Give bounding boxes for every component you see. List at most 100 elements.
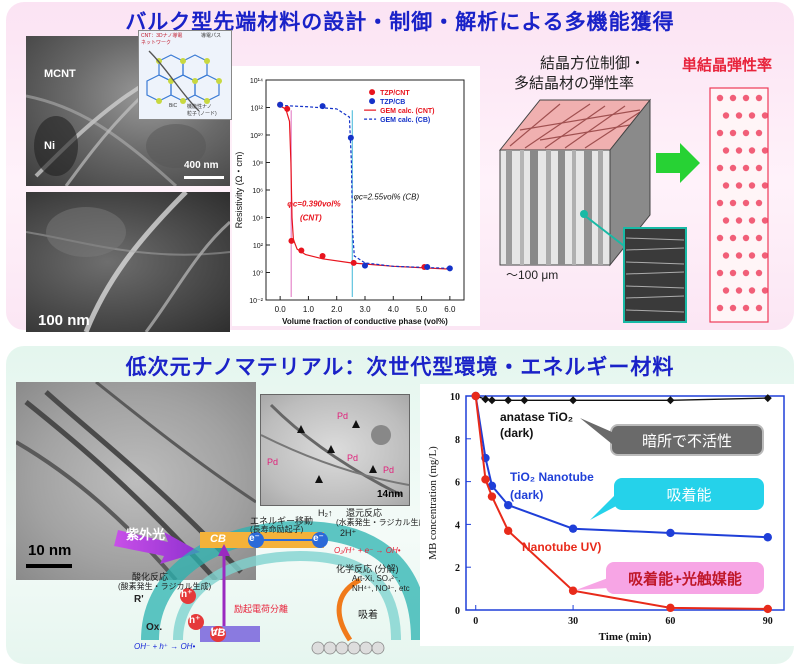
- chart1-xtick-label: 2.0: [331, 305, 343, 314]
- chart2-xtick-label: 60: [665, 616, 675, 627]
- chart2-data-point: [481, 395, 490, 404]
- electron-label-1: e⁻: [249, 533, 260, 544]
- cnt-network-inset: CNT：3Dナノ導電 ネットワーク 導電パス BiC 機能性ナノ 粒子 (ノード…: [138, 30, 232, 120]
- reduction-label: 還元反応: [346, 508, 383, 518]
- chart1-ytick-label: 10⁸: [252, 161, 263, 168]
- chart1-legend-label: TZP/CB: [380, 99, 405, 106]
- tem-scale-10nm: 10 nm: [28, 542, 72, 559]
- tem-label-mcnt: MCNT: [44, 68, 76, 80]
- chart1-xtick-label: 0.0: [275, 305, 287, 314]
- chart1-annotation-cnt: φc=0.390vol%: [287, 200, 340, 209]
- chart2-xtick-label: 0: [473, 616, 478, 627]
- ox-label: Ox.: [146, 622, 163, 633]
- chart1-xtick-label: 6.0: [444, 305, 456, 314]
- chart1-xtick-label: 5.0: [416, 305, 428, 314]
- chart1-legend-label: GEM calc. (CB): [380, 117, 430, 124]
- chart2-ytick-label: 4: [455, 520, 460, 531]
- top-section-title: バルク型先端材料の設計・制御・解析による多機能獲得: [125, 11, 675, 34]
- hole-label-1: h⁺: [211, 627, 223, 638]
- chart1-ytick-label: 10²: [253, 243, 264, 250]
- chart2-data-point: [666, 603, 675, 613]
- chart1-ytick-label: 10⁻²: [249, 298, 263, 305]
- label-tio2-nanotube-dark: (dark): [510, 488, 544, 502]
- chart2-xlabel: Time (min): [599, 631, 652, 643]
- chart2-data-point: [763, 394, 772, 403]
- chart1-ytick-label: 10⁶: [252, 188, 263, 195]
- hole-label-2: h⁺: [181, 589, 193, 600]
- chart2-ytick-label: 0: [455, 606, 460, 617]
- pd-label-2: Pd: [267, 457, 279, 467]
- polycrystal-label-1: 結晶方位制御・: [540, 55, 646, 72]
- label-anatase-dark: (dark): [500, 426, 534, 440]
- chart2-ytick-label: 8: [455, 435, 460, 446]
- label-tio2-nanotube: TiO₂ Nanotube: [510, 470, 594, 484]
- pd-label-4: Pd: [383, 465, 395, 475]
- chart1-data-point: [319, 253, 326, 259]
- scale-bar-400nm: [184, 176, 224, 179]
- chart2-xtick-label: 30: [568, 616, 578, 627]
- energy-move-label: エネルギー移動: [250, 516, 314, 526]
- chart1-ytick-label: 10¹²: [251, 106, 264, 113]
- h2-label: H₂↑: [318, 508, 333, 518]
- chart2-data-point: [763, 604, 772, 614]
- chart1-data-point: [424, 264, 431, 270]
- chart1-annotation-cb: φc=2.55vol% (CB): [354, 193, 420, 202]
- callout-adsorption: 吸着能: [614, 478, 764, 510]
- chemical-reaction-sub-2: NH⁴⁺, NO³⁻, etc: [352, 584, 410, 593]
- chart2-data-point: [569, 396, 578, 405]
- oxidation-sub: (酸素発生・ラジカル生成): [118, 582, 212, 591]
- crystal-scale-label: ～100 μm: [506, 268, 559, 282]
- chart1-data-point: [319, 103, 326, 110]
- chart1-data-point: [284, 105, 291, 112]
- chart1-legend-marker: [369, 89, 376, 96]
- chart1-legend-label: GEM calc. (CNT): [380, 108, 434, 115]
- o2-reaction: O₂/H⁺ + e⁻ → OH•: [334, 546, 401, 555]
- tem-image-pd-inset: Pd Pd Pd Pd 14nm: [260, 394, 410, 506]
- chart2-data-point: [520, 396, 529, 405]
- two-h-label: 2H⁺: [340, 528, 357, 538]
- callout-adsorption-photocat: 吸着能+光触媒能: [606, 562, 764, 594]
- chart1-ytick-label: 10¹⁰: [250, 132, 263, 140]
- chart1-data-point: [350, 259, 357, 266]
- polycrystal-label-2: 多結晶材の弾性率: [514, 75, 635, 92]
- inset-label-path: 導電パス: [201, 33, 222, 39]
- chart1-xtick-label: 3.0: [359, 305, 371, 314]
- tem-texture-2: [26, 192, 230, 332]
- label-nanotube-uv: Nanotube UV): [522, 540, 602, 554]
- chart1-ytick-label: 10¹⁴: [250, 78, 263, 85]
- hole-label-3: h⁺: [189, 615, 201, 626]
- r-label: R': [134, 594, 144, 605]
- chart2-data-point: [503, 500, 513, 510]
- chart2-data-point: [666, 528, 675, 538]
- callout-dark-inactive: 暗所で不活性: [610, 424, 764, 456]
- chart2-data-point: [763, 533, 772, 542]
- chart2-data-point: [471, 391, 480, 401]
- chart2-data-point: [568, 586, 578, 595]
- chemical-reaction-sub-1: Art-Xi, SO₄²⁻,: [352, 574, 401, 583]
- chart2-ytick-label: 10: [450, 392, 460, 403]
- chart1-data-point: [446, 265, 453, 272]
- chart1-xtick-label: 4.0: [388, 305, 400, 314]
- chart1-ytick-label: 10⁴: [252, 216, 263, 223]
- excite-separation-label: 励起電荷分離: [234, 604, 289, 614]
- tem-scale-100nm: 100 nm: [38, 312, 90, 329]
- network-diagram: [146, 50, 222, 112]
- chart2-xtick-label: 90: [763, 616, 773, 627]
- chart1-series-line: [279, 105, 450, 270]
- energy-move-sub: (長寿命励起子): [250, 525, 304, 534]
- chart2-ytick-label: 2: [455, 563, 460, 574]
- inset-label-node: 粒子 (ノード): [187, 111, 217, 117]
- chart1-annotation-cnt-sub: (CNT): [300, 213, 322, 222]
- oh-reaction: OH⁻ + h⁺ → OH•: [134, 642, 196, 651]
- pd-label-1: Pd: [337, 411, 349, 421]
- chart1-data-point: [362, 262, 368, 269]
- chart2-data-point: [568, 524, 578, 533]
- inset-label-network: ネットワーク: [141, 40, 172, 46]
- tem-scale-400nm: 400 nm: [184, 160, 219, 171]
- chart1-data-point: [347, 134, 354, 141]
- chart2-data-point: [487, 492, 497, 501]
- chart1-legend-marker: [369, 98, 376, 105]
- tem-image-100nm: [26, 192, 230, 332]
- chart2-data-point: [481, 475, 490, 484]
